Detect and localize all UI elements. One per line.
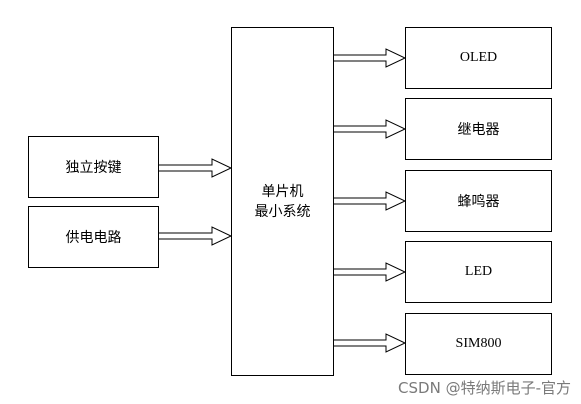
mcu-minimum-system-box: 单片机 最小系统: [231, 27, 334, 376]
relay-box: 继电器: [405, 98, 552, 160]
buzzer-label: 蜂鸣器: [457, 194, 500, 210]
arrow-key-to-mcu: [157, 158, 233, 178]
relay-label: 继电器: [457, 122, 500, 138]
key-input-label: 独立按键: [65, 160, 122, 176]
key-input-box: 独立按键: [28, 136, 159, 198]
mcu-label-line1: 单片机: [261, 183, 304, 200]
arrow-mcu-to-led: [332, 262, 407, 282]
arrow-mcu-to-buzzer: [332, 191, 407, 211]
sim800-label: SIM800: [455, 336, 502, 351]
power-circuit-label: 供电电路: [65, 230, 122, 246]
oled-label: OLED: [459, 50, 498, 65]
led-label: LED: [464, 264, 493, 279]
arrow-mcu-to-sim800: [332, 333, 407, 353]
arrow-mcu-to-relay: [332, 119, 407, 139]
oled-box: OLED: [405, 27, 552, 89]
led-box: LED: [405, 241, 552, 303]
csdn-watermark: CSDN @特纳斯电子-官方: [398, 379, 571, 397]
arrow-mcu-to-oled: [332, 48, 407, 68]
power-circuit-box: 供电电路: [28, 206, 159, 268]
mcu-label-line2: 最小系统: [254, 203, 311, 220]
buzzer-box: 蜂鸣器: [405, 170, 552, 232]
sim800-box: SIM800: [405, 313, 552, 375]
arrow-power-to-mcu: [157, 226, 233, 246]
